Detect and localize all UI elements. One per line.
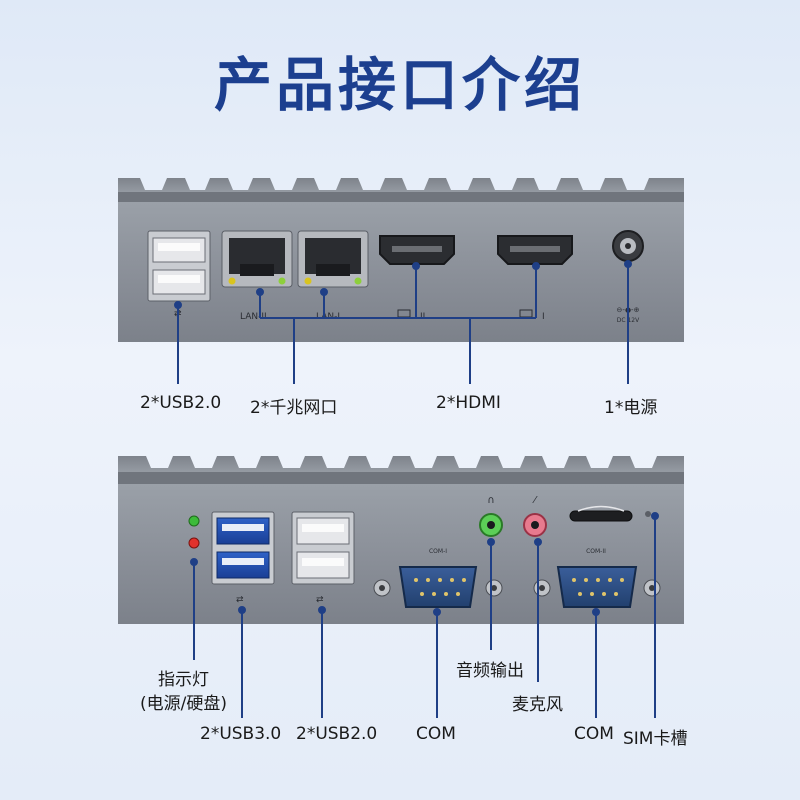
label-sim: SIM卡槽 bbox=[623, 729, 688, 749]
com2-engraving: COM-II bbox=[586, 548, 606, 555]
top-heatsink-fins bbox=[118, 178, 684, 196]
com1-port bbox=[373, 566, 503, 608]
microphone-icon: ⁄ bbox=[532, 495, 538, 506]
bottom-panel: ⇄ ⇄ COM-I ∩ bbox=[118, 456, 684, 718]
led-power-green bbox=[188, 515, 200, 527]
lan-port-2 bbox=[221, 230, 293, 288]
label-mic: 麦克风 bbox=[512, 695, 563, 715]
usb3-symbol-icon: ⇄ bbox=[236, 595, 244, 605]
usb3-port-stack bbox=[211, 511, 275, 585]
com2-port bbox=[533, 566, 661, 608]
top-usb2-port-stack bbox=[147, 230, 211, 302]
top-panel-edge bbox=[118, 192, 684, 204]
label-hdmi: 2*HDMI bbox=[436, 393, 501, 413]
page-title: 产品接口介绍 bbox=[213, 51, 586, 119]
sim-card-slot bbox=[569, 505, 651, 522]
label-bottom-usb2: 2*USB2.0 bbox=[296, 724, 378, 744]
label-lan: 2*千兆网口 bbox=[250, 398, 338, 418]
label-com-left: COM bbox=[416, 724, 456, 744]
bottom-usb2-port-stack bbox=[291, 511, 355, 585]
hdmi-port-2 bbox=[379, 235, 455, 265]
top-panel: ⇄ LAN-II LAN-I II I bbox=[118, 178, 684, 384]
hdmi1-engraving: I bbox=[542, 312, 545, 322]
audio-out-jack: ∩ bbox=[479, 495, 503, 537]
label-led-detail: (电源/硬盘) bbox=[140, 694, 227, 714]
label-power: 1*电源 bbox=[604, 398, 658, 418]
headphone-icon: ∩ bbox=[487, 495, 494, 506]
lan2-engraving: LAN-II bbox=[240, 312, 267, 322]
top-leader-lines bbox=[174, 260, 632, 384]
mic-in-jack: ⁄ bbox=[523, 495, 547, 537]
bottom-panel-edge bbox=[118, 472, 684, 486]
bottom-heatsink-fins bbox=[118, 456, 684, 476]
hdmi-port-1 bbox=[497, 235, 573, 265]
label-led: 指示灯 bbox=[158, 670, 209, 690]
label-usb3: 2*USB3.0 bbox=[200, 724, 282, 744]
bottom-leader-lines bbox=[190, 512, 659, 718]
label-com-right: COM bbox=[574, 724, 614, 744]
dc-power-jack bbox=[612, 230, 644, 262]
com1-engraving: COM-I bbox=[429, 548, 447, 555]
label-audio: 音频输出 bbox=[456, 661, 524, 681]
lan-port-1 bbox=[297, 230, 369, 288]
led-disk-red bbox=[188, 537, 200, 549]
bottom-usb2-symbol-icon: ⇄ bbox=[316, 595, 324, 605]
label-top-usb2: 2*USB2.0 bbox=[140, 393, 222, 413]
